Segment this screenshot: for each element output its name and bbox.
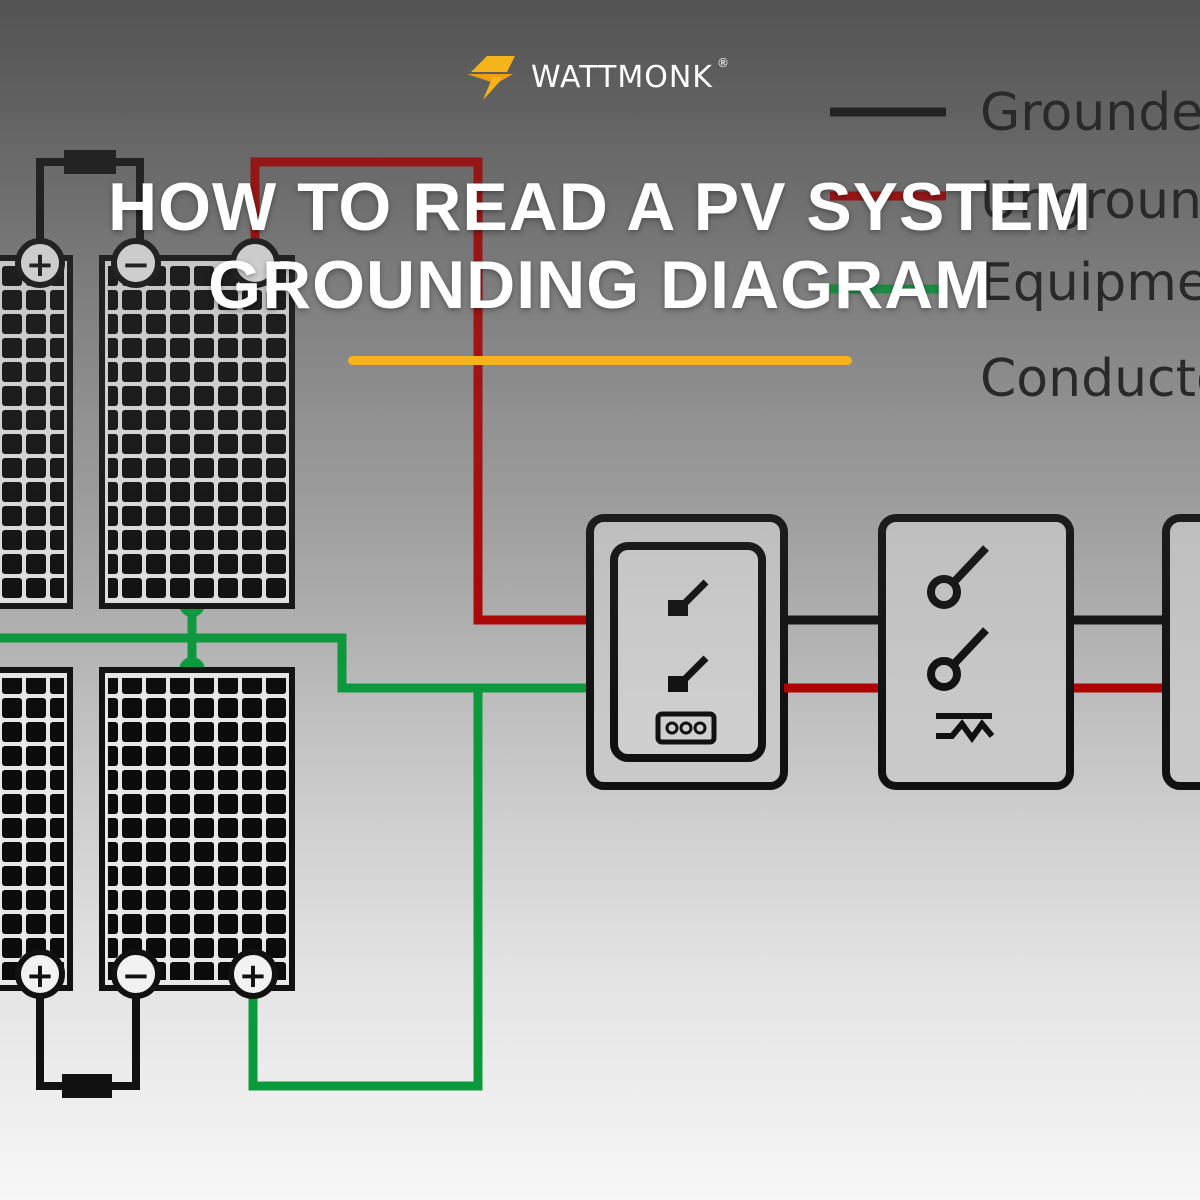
svg-text:+: +	[239, 956, 268, 996]
terminal-block-icon	[655, 711, 717, 745]
brand-name: WATTMONK	[531, 59, 713, 95]
legend-label-ungrounded: Ungrounded	[980, 171, 1200, 231]
page-title: HOW TO READ A PV SYSTEM GROUNDING DIAGRA…	[40, 168, 1160, 324]
solar-panel-top-left	[0, 255, 73, 609]
legend-label-conductor: Conductor	[980, 349, 1200, 409]
solar-panel-top-right	[99, 255, 295, 609]
legend: Grounded Ungrounded Equipment Conductor	[830, 83, 1200, 409]
terminal-bottom-negative: −	[111, 949, 161, 999]
solar-panel-bottom-right	[99, 667, 295, 991]
title-underline	[348, 356, 852, 365]
terminal-top-negative: −	[111, 238, 161, 288]
combiner-box	[586, 514, 788, 790]
svg-text:+: +	[26, 245, 55, 285]
svg-text:+: +	[26, 956, 55, 996]
title-line-2: GROUNDING DIAGRAM	[208, 247, 992, 323]
inverter-box	[1162, 514, 1200, 790]
registered-mark: ®	[716, 56, 729, 70]
terminal-top-positive: +	[15, 238, 65, 288]
bottom-bypass-diode	[62, 1074, 112, 1098]
disconnect-switch-icon-lower	[927, 627, 989, 691]
surge-protector-icon	[936, 713, 995, 744]
svg-text:−: −	[122, 956, 151, 996]
terminal-bottom-positive-right: +	[228, 949, 278, 999]
ungrounded-conductor-wire	[250, 157, 590, 625]
solar-panel-bottom-left	[0, 667, 73, 991]
fuse-icon-lower	[668, 655, 709, 692]
legend-label-grounded: Grounded	[980, 83, 1200, 143]
terminal-top-red	[230, 238, 280, 288]
top-series-link	[36, 150, 144, 245]
legend-label-equipment: Equipment	[980, 253, 1200, 313]
disconnect-box	[878, 514, 1074, 790]
terminal-bottom-positive-left: +	[15, 949, 65, 999]
lightning-bolt-icon	[467, 56, 516, 100]
top-bypass-diode	[64, 150, 116, 174]
title-line-1: HOW TO READ A PV SYSTEM	[108, 169, 1092, 245]
svg-text:−: −	[122, 245, 151, 285]
brand-logo: WATTMONK ®	[0, 52, 1200, 102]
fuse-icon-upper	[668, 579, 709, 616]
bottom-series-link	[36, 998, 140, 1098]
disconnect-switch-icon-upper	[927, 545, 989, 609]
